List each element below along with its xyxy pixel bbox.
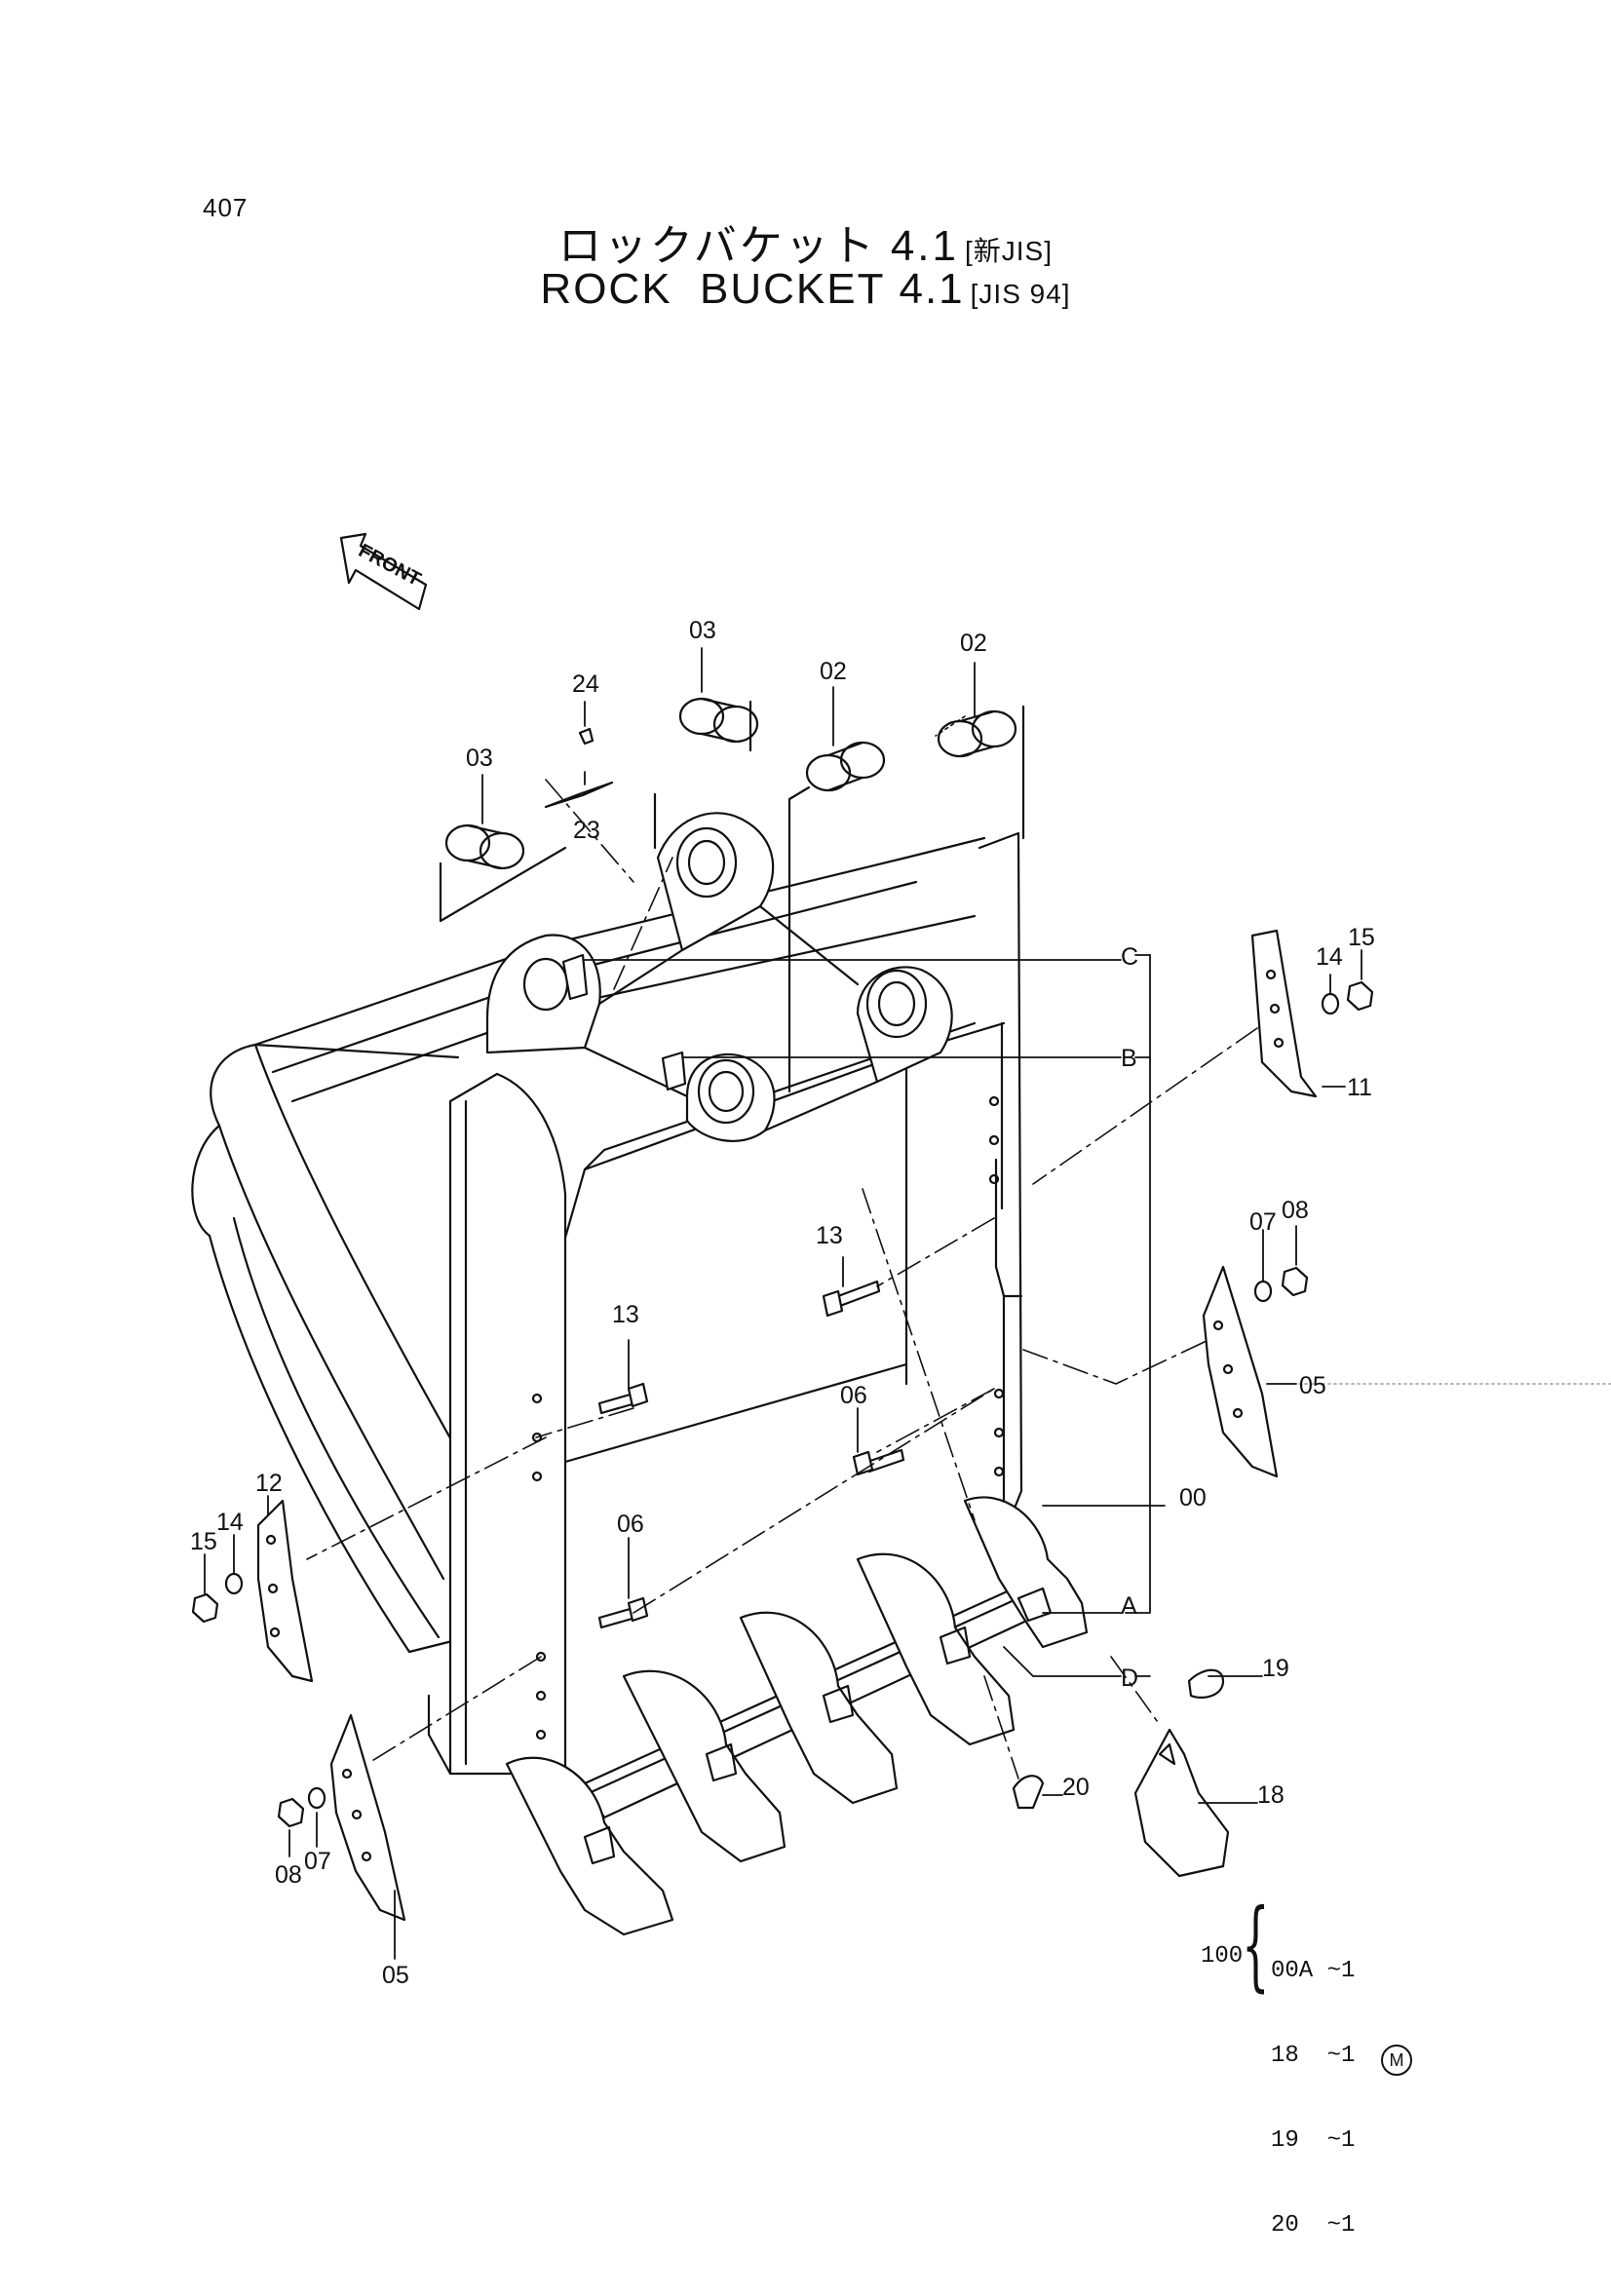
label-D: D	[1121, 1665, 1138, 1692]
title-en-number: 4.1	[899, 265, 965, 313]
lock-20-icon	[1012, 1775, 1045, 1810]
title-en-main: ROCK BUCKET	[540, 265, 886, 313]
washer-14-right-icon	[1321, 992, 1340, 1015]
bushing-03-left	[444, 823, 525, 870]
nut-08-right-icon	[1281, 1266, 1309, 1297]
bushing-03-top	[678, 697, 759, 744]
tooth-1	[505, 1756, 674, 1936]
label-A: A	[1121, 1592, 1137, 1620]
bushing-02-right	[937, 709, 1017, 758]
title-ja-standard: [新JIS]	[964, 236, 1053, 266]
washer-14-left-icon	[224, 1572, 244, 1595]
front-arrow-icon: FRONT	[339, 532, 428, 611]
label-00: 00	[1179, 1484, 1207, 1512]
label-14-left: 14	[216, 1509, 244, 1536]
label-07-right: 07	[1249, 1208, 1277, 1236]
assembly-row: 18 ~1	[1271, 2043, 1356, 2069]
washer-07-left-icon	[307, 1786, 326, 1810]
label-03-top: 03	[689, 617, 716, 644]
page-number: 407	[203, 193, 249, 222]
label-07-left: 07	[304, 1848, 331, 1875]
label-13-lower: 13	[612, 1301, 639, 1328]
label-15-left: 15	[190, 1528, 217, 1555]
assembly-rows: 00A ~1 18 ~1 19 ~1 20 ~1	[1271, 1900, 1355, 2296]
title-ja-main: ロックバケット	[558, 222, 877, 270]
title-ja-number: 4.1	[890, 222, 959, 270]
bolt-13-lower	[597, 1382, 649, 1415]
label-02-mid: 02	[820, 658, 847, 685]
label-08-right: 08	[1282, 1197, 1309, 1224]
label-14-right: 14	[1316, 943, 1343, 971]
corner-mark: M	[1381, 2045, 1412, 2076]
tooth-2	[622, 1669, 786, 1863]
tooth-point-18	[1133, 1728, 1230, 1878]
nut-08-left-icon	[277, 1797, 305, 1828]
shim-23-icon	[544, 781, 614, 809]
assembly-row: 20 ~1	[1271, 2212, 1356, 2239]
title-en-standard: [JIS 94]	[970, 279, 1071, 309]
label-06-upper: 06	[840, 1382, 867, 1409]
side-cutter-12	[256, 1499, 314, 1683]
bolt-06-lower	[597, 1596, 649, 1629]
label-08-left: 08	[275, 1861, 302, 1889]
label-B: B	[1121, 1045, 1137, 1072]
label-11: 11	[1347, 1074, 1372, 1101]
label-06-lower: 06	[617, 1511, 644, 1538]
label-C: C	[1121, 943, 1138, 971]
title-japanese: ロックバケット 4.1[新JIS]	[0, 210, 1611, 273]
assembly-leaders	[306, 715, 1611, 1779]
assembly-code: 100	[1201, 1943, 1244, 1970]
bolt-24-icon	[578, 727, 595, 746]
label-20: 20	[1062, 1774, 1090, 1801]
tooth-3	[739, 1611, 899, 1805]
bucket-teeth	[505, 1496, 1230, 1936]
reference-leaders	[204, 647, 1362, 1960]
label-23: 23	[573, 817, 600, 844]
label-15-right: 15	[1348, 924, 1375, 951]
side-cutters	[256, 929, 1318, 1922]
label-13-upper: 13	[816, 1222, 843, 1249]
bolt-06-upper	[852, 1448, 905, 1476]
label-19: 19	[1262, 1655, 1289, 1682]
part-labels: 03 03 02 02 24 23 C B A D 14 15 11 07 08…	[190, 617, 1375, 1989]
label-03-left: 03	[466, 745, 493, 772]
washer-07-right-icon	[1253, 1280, 1273, 1303]
label-05-right: 05	[1299, 1372, 1326, 1399]
bushing-02-mid	[805, 741, 886, 792]
label-02-right: 02	[960, 630, 987, 657]
side-cutter-05-left	[329, 1713, 406, 1922]
side-cutter-05-right	[1202, 1265, 1279, 1478]
side-cutter-11	[1250, 929, 1318, 1098]
label-12: 12	[255, 1470, 283, 1497]
nut-15-right-icon	[1346, 980, 1374, 1012]
label-05-left: 05	[382, 1962, 409, 1989]
nut-15-left-icon	[191, 1592, 219, 1624]
fasteners	[191, 980, 1374, 1828]
assembly-row: 19 ~1	[1271, 2127, 1356, 2154]
title-english: ROCK BUCKET 4.1[JIS 94]	[0, 265, 1611, 314]
label-24: 24	[572, 670, 599, 698]
bolt-13-upper	[822, 1280, 881, 1318]
bushings	[439, 697, 1025, 1093]
label-18: 18	[1257, 1781, 1285, 1809]
pin-19-icon	[1187, 1668, 1225, 1699]
brace-icon: {	[1242, 1888, 1270, 2002]
tooth-4	[856, 1552, 1016, 1746]
assembly-row: 00A ~1	[1271, 1958, 1356, 1984]
